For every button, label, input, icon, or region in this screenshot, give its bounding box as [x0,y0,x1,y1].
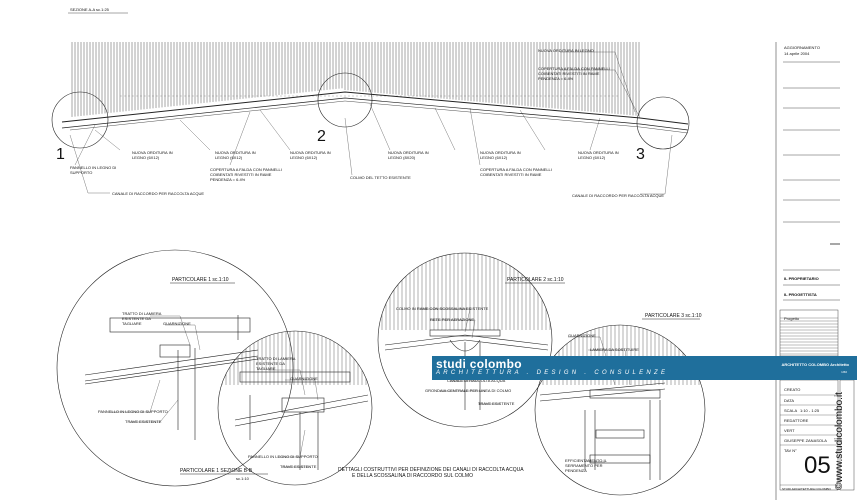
label-new-roof-3: NUOVA ORDITURA IN LEGNO (6X12) [290,150,331,160]
d1b-label-panel: PANNELLO IN LEGNO DI SUPPORTO [248,454,318,459]
label-gutter-right: CANALE DI RACCORDO PER RACCOLTA ACQUE [572,193,665,198]
detail-circle-3 [534,324,706,496]
d1-label-sheet: TRATTO DI LAMIERA ESISTENTE DA TAGLIARE [122,311,162,326]
vertex-label: VERT [784,428,795,433]
update-label: AGGIORNAMENTO [784,45,820,50]
label-new-roof: NUOVA ORDITURA IN LEGNO [538,48,594,53]
architect-name: ARCHITETTO COLOMBO Architetto [781,362,849,367]
date-label: DATA [784,398,795,403]
d3-label-gasket: GUARNIZIONE [568,333,596,338]
d3-label-sheet: LAMIERA DA SOSTITUIRE [590,347,639,352]
d1-label-gasket: GUARNIZIONE [163,321,191,326]
website-text: www.studicolombo.it [834,392,845,483]
callout-number-1: 1 [56,146,65,163]
label-new-roof-6: NUOVA ORDITURA IN LEGNO (6X12) [578,150,619,160]
roof-hatch [71,42,640,117]
page-number: 1/60 [841,370,847,374]
label-cover-panels-left: COPERTURA A FALDA CON PANNELLI COIBENTAT… [210,167,282,182]
website-link[interactable]: ©www.studicolombo.it [834,392,845,490]
brand-tagline: ARCHITETTURA . DESIGN . CONSULENZE [436,370,669,376]
roof-section-line [61,91,689,125]
detail-title-1b: PARTICOLARE 1 SEZIONE B-B [180,468,253,474]
label-new-roof-5: NUOVA ORDITURA IN LEGNO (6X12) [480,150,521,160]
brand-banner: studi colombo ARCHITETTURA . DESIGN . CO… [432,356,857,380]
label-new-roof-1: NUOVA ORDITURA IN LEGNO (6X12) [132,150,173,160]
d1b-label-gasket: GUARNIZIONE [290,376,318,381]
file-label: GIUSEPPE ZANASOLA [784,438,827,443]
scale-value: 1:10 - 1:25 [800,408,820,413]
callout-number-3: 3 [636,146,645,163]
detail-circle-2 [377,252,553,428]
label-gutter-left: CANALE DI RACCORDO PER RACCOLTA ACQUE [112,191,205,196]
brand-name: studi colombo [436,357,522,371]
label-ridge: COLMO DEL TETTO ESISTENTE [350,175,411,180]
sheet-number: 05 [804,452,831,479]
d1-label-beam: TRAVE ESISTENTE [125,419,162,424]
roof-section-line-lower [61,97,689,131]
detail-title-1b-scale: sc.1:10 [236,476,249,481]
label-new-roof-4: NUOVA ORDITURA IN LEGNO (8X20) [388,150,429,160]
d2-label-ridge: COLMO IN RAME CON SCOSSALINA ESISTENTE [396,306,489,311]
roof-section-line-lower2 [69,100,689,134]
created-label: CREATO [784,387,801,392]
label-cover-panels-mid: COPERTURA A FALDA CON PANNELLI COIBENTAT… [480,167,552,177]
callout-circle-2 [317,72,373,128]
detail-circle-1 [56,249,294,487]
update-date: 14 aprile 2004 [784,51,810,56]
detail-caption-1: DETTAGLI COSTRUTTIVI PER DEFINIZIONE DEI… [338,467,524,473]
d1-label-panel: PANNELLO IN LEGNO DI SUPPORTO [98,409,168,414]
designer-label: IL PROGETTISTA [784,292,817,297]
detail-title-1: PARTICOLARE 1 sc.1:10 [172,277,229,283]
section-title: SEZIONE A-A sc.1:25 [70,7,109,12]
detail-caption-2: E DELLA SCOSSALINA DI RACCORDO SUL COLMO [352,473,473,479]
d2-label-beam: TRAVE ESISTENTE [478,401,515,406]
label-cover-panels: COPERTURA A FALDA CON PANNELLI COIBENTAT… [538,66,610,81]
owner-label: IL PROPRIETARIO [784,276,819,281]
sheet-label: TAV N° [784,448,797,453]
footer-label: STUDI ARCHITETTURA COLOMBO [782,487,831,491]
detail-title-3: PARTICOLARE 3 sc.1:10 [645,313,702,319]
d2-label-gutter: GRONDAIA CENTRALE PER LINEA DI COLMO [425,388,512,393]
editor-label: REDATTORE [784,418,809,423]
callout-circle-1 [51,91,109,149]
d2-label-vent: RETE PER AERAZIONE [430,317,475,322]
detail-circle-1b [217,330,373,486]
d2-label-channel: CANALE DI RACCOLTA ACQUA [447,378,506,383]
d1b-label-beam: TRAVE ESISTENTE [280,464,317,469]
callout-circle-3 [636,96,690,150]
label-support-panel: PANNELLO IN LEGNO DI SUPPORTO [70,165,117,175]
callout-number-2: 2 [317,128,326,145]
label-new-roof-2: NUOVA ORDITURA IN LEGNO (6X12) [215,150,256,160]
copyright-symbol: © [834,482,845,490]
detail-title-2: PARTICOLARE 2 sc.1:10 [507,277,564,283]
scale-label: SCALA [784,408,798,413]
d1b-label-sheet: TRATTO DI LAMIERA ESISTENTE DA TAGLIARE [256,356,296,371]
d3-label-window: EFFICIENTAMENTO IL SERRAMENTO PER PENDEN… [565,458,607,473]
project-label: Progetto [784,316,800,321]
